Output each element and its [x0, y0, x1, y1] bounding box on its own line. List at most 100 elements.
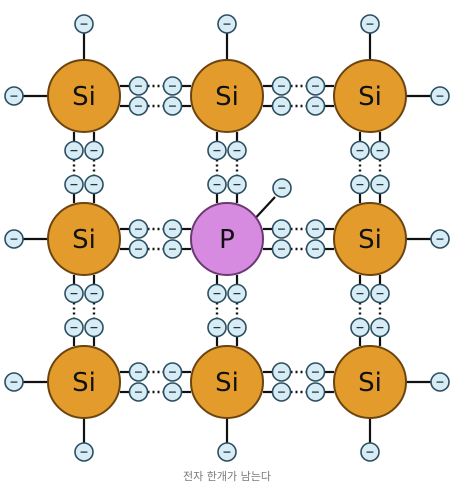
electron-circle — [84, 140, 104, 161]
electron-upper-0: − — [350, 283, 370, 304]
electron-circle — [305, 362, 326, 382]
electron-minus-sign: − — [311, 80, 320, 93]
electron-minus-sign: − — [168, 223, 177, 236]
phosphorus-atom-1-1: P — [190, 202, 264, 276]
electron-circle — [430, 229, 450, 249]
electron-minus-sign: − — [134, 223, 143, 236]
electron-upper-0: − — [207, 140, 227, 161]
electron-left-0: − — [271, 362, 292, 382]
electron-right-0: − — [162, 219, 183, 239]
electron-upper-0: − — [64, 140, 84, 161]
electron-circle — [227, 140, 247, 161]
electron-minus-sign: − — [435, 233, 444, 246]
electron-minus-sign: − — [168, 80, 177, 93]
electron-left-0: − — [271, 219, 292, 239]
edge-electron-right-1: − — [430, 229, 450, 249]
electron-minus-sign: − — [89, 178, 98, 191]
electron-minus-sign: − — [232, 321, 241, 334]
electron-upper-1: − — [370, 140, 390, 161]
atom-label: Si — [215, 368, 239, 398]
electron-circle — [305, 96, 326, 116]
electron-left-1: − — [128, 239, 149, 259]
electron-right-1: − — [305, 382, 326, 402]
electron-minus-sign: − — [9, 233, 18, 246]
atom-label: Si — [358, 225, 382, 255]
atom-label: Si — [72, 225, 96, 255]
electron-circle — [162, 362, 183, 382]
electron-lower-0: − — [207, 317, 227, 338]
atom-circle — [190, 59, 264, 133]
electron-lower-0: − — [64, 174, 84, 195]
electron-circle — [305, 382, 326, 402]
electron-minus-sign: − — [355, 321, 364, 334]
electron-circle — [271, 219, 292, 239]
electron-circle — [128, 96, 149, 116]
atom-circle — [333, 202, 407, 276]
electron-circle — [305, 76, 326, 96]
electron-upper-1: − — [227, 140, 247, 161]
electron-lower-1: − — [370, 174, 390, 195]
electron-circle — [271, 76, 292, 96]
electron-right-1: − — [162, 382, 183, 402]
electron-lower-1: − — [370, 317, 390, 338]
electron-minus-sign: − — [212, 287, 221, 300]
edge-electron-left-0: − — [4, 86, 24, 106]
electron-minus-sign: − — [134, 100, 143, 113]
electron-minus-sign: − — [311, 100, 320, 113]
atom-label: Si — [358, 82, 382, 112]
electron-minus-sign: − — [277, 223, 286, 236]
electron-minus-sign: − — [232, 144, 241, 157]
silicon-atom-1-0: Si — [47, 202, 121, 276]
extra-free-electron: − — [272, 178, 292, 198]
edge-electron-left-1: − — [4, 229, 24, 249]
electron-upper-0: − — [207, 283, 227, 304]
electron-circle — [162, 382, 183, 402]
electron-left-0: − — [128, 362, 149, 382]
electron-minus-sign: − — [168, 243, 177, 256]
edge-electron-right-0: − — [430, 86, 450, 106]
edge-electron-bottom-1: − — [217, 442, 237, 462]
electron-upper-1: − — [84, 140, 104, 161]
electron-minus-sign: − — [375, 178, 384, 191]
electron-left-0: − — [128, 76, 149, 96]
silicon-atom-0-0: Si — [47, 59, 121, 133]
electron-minus-sign: − — [69, 144, 78, 157]
electron-right-1: − — [162, 239, 183, 259]
electron-minus-sign: − — [355, 178, 364, 191]
electron-circle — [360, 442, 380, 462]
electron-minus-sign: − — [435, 90, 444, 103]
electron-minus-sign: − — [212, 144, 221, 157]
electron-minus-sign: − — [375, 144, 384, 157]
electron-circle — [227, 283, 247, 304]
electron-minus-sign: − — [168, 100, 177, 113]
edge-electron-top-0: − — [74, 14, 94, 34]
electron-circle — [84, 283, 104, 304]
electron-circle — [227, 174, 247, 195]
electron-upper-0: − — [64, 283, 84, 304]
electron-right-0: − — [305, 362, 326, 382]
electron-upper-1: − — [370, 283, 390, 304]
electron-minus-sign: − — [311, 366, 320, 379]
edge-electron-bottom-0: − — [74, 442, 94, 462]
electron-minus-sign: − — [89, 321, 98, 334]
electron-left-1: − — [128, 96, 149, 116]
electron-circle — [128, 219, 149, 239]
electron-circle — [128, 362, 149, 382]
electron-minus-sign: − — [168, 366, 177, 379]
electron-circle — [162, 239, 183, 259]
electron-left-0: − — [271, 76, 292, 96]
edge-electron-bottom-2: − — [360, 442, 380, 462]
edge-electron-top-2: − — [360, 14, 380, 34]
electron-circle — [84, 174, 104, 195]
electron-circle — [84, 317, 104, 338]
electron-circle — [4, 86, 24, 106]
electron-circle — [4, 372, 24, 392]
atom-circle — [333, 59, 407, 133]
electron-upper-1: − — [84, 283, 104, 304]
electron-minus-sign: − — [375, 287, 384, 300]
atom-circle — [47, 202, 121, 276]
electron-minus-sign: − — [311, 223, 320, 236]
silicon-atom-2-1: Si — [190, 345, 264, 419]
atom-circle — [190, 345, 264, 419]
electron-minus-sign: − — [355, 144, 364, 157]
